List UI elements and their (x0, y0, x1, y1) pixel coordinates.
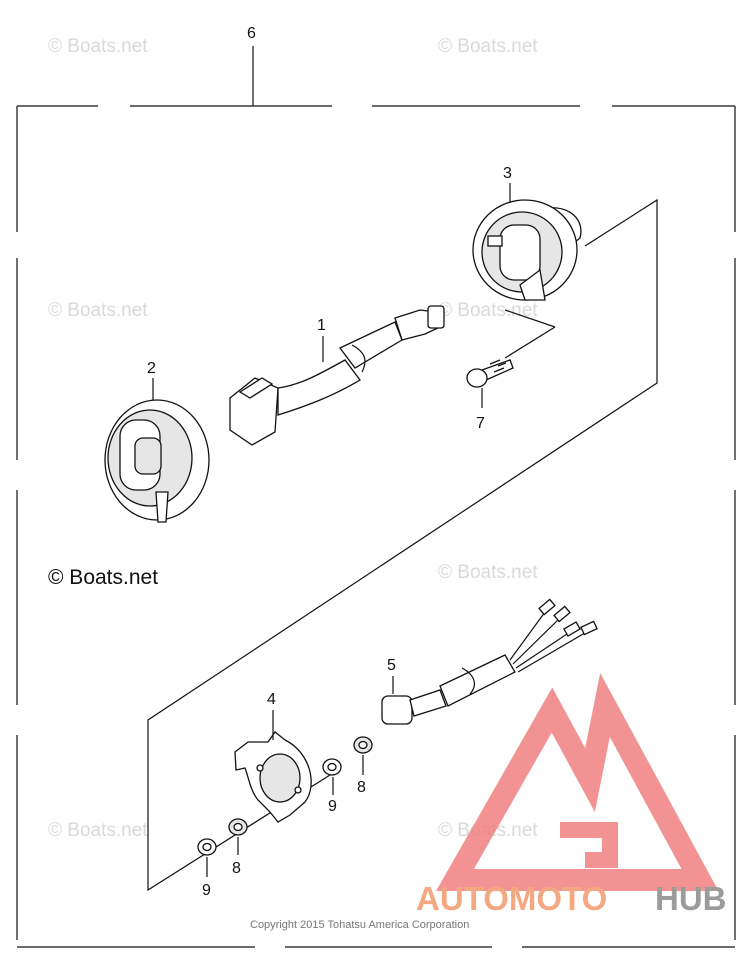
screw-part-7 (466, 359, 514, 388)
watermark-text: © Boats.net (48, 36, 148, 57)
assembly-frame (16, 105, 736, 948)
watermark-text: © Boats.net (438, 300, 538, 321)
callout-7: 7 (476, 415, 485, 432)
leader-line (504, 309, 556, 328)
callout-9: 9 (202, 882, 211, 899)
watermark-text: © Boats.net (48, 820, 148, 841)
watermark-main: © Boats.net (48, 566, 158, 589)
watermark-text: © Boats.net (48, 300, 148, 321)
subassembly-frame (147, 198, 658, 892)
automotohub-logo: AUTOMOTO HUB (416, 673, 727, 917)
washer-part-9 (322, 758, 342, 776)
watermark-text: © Boats.net (438, 36, 538, 57)
logo-text-primary: AUTOMOTO (416, 880, 607, 917)
lamp-holder-part-3 (472, 199, 582, 301)
logo-text-secondary: HUB (655, 880, 727, 917)
callout-3: 3 (503, 165, 512, 182)
callout-5: 5 (387, 657, 396, 674)
callout-4: 4 (267, 691, 276, 708)
bracket-part-4 (234, 731, 312, 823)
harness-part-5 (381, 598, 598, 725)
callout-2: 2 (147, 360, 156, 377)
nut-part-8 (353, 736, 373, 754)
nut-part-8 (228, 818, 248, 836)
callout-9: 9 (328, 798, 337, 815)
switch-part-1 (229, 305, 445, 446)
callout-1: 1 (317, 317, 326, 334)
lamp-holder-part-2 (104, 399, 210, 523)
washer-part-9 (197, 838, 217, 856)
callout-6: 6 (247, 25, 256, 42)
leader-line (504, 326, 556, 359)
callout-8: 8 (232, 860, 241, 877)
watermark-text: © Boats.net (438, 562, 538, 583)
callout-8: 8 (357, 779, 366, 796)
copyright-text: Copyright 2015 Tohatsu America Corporati… (250, 919, 469, 931)
